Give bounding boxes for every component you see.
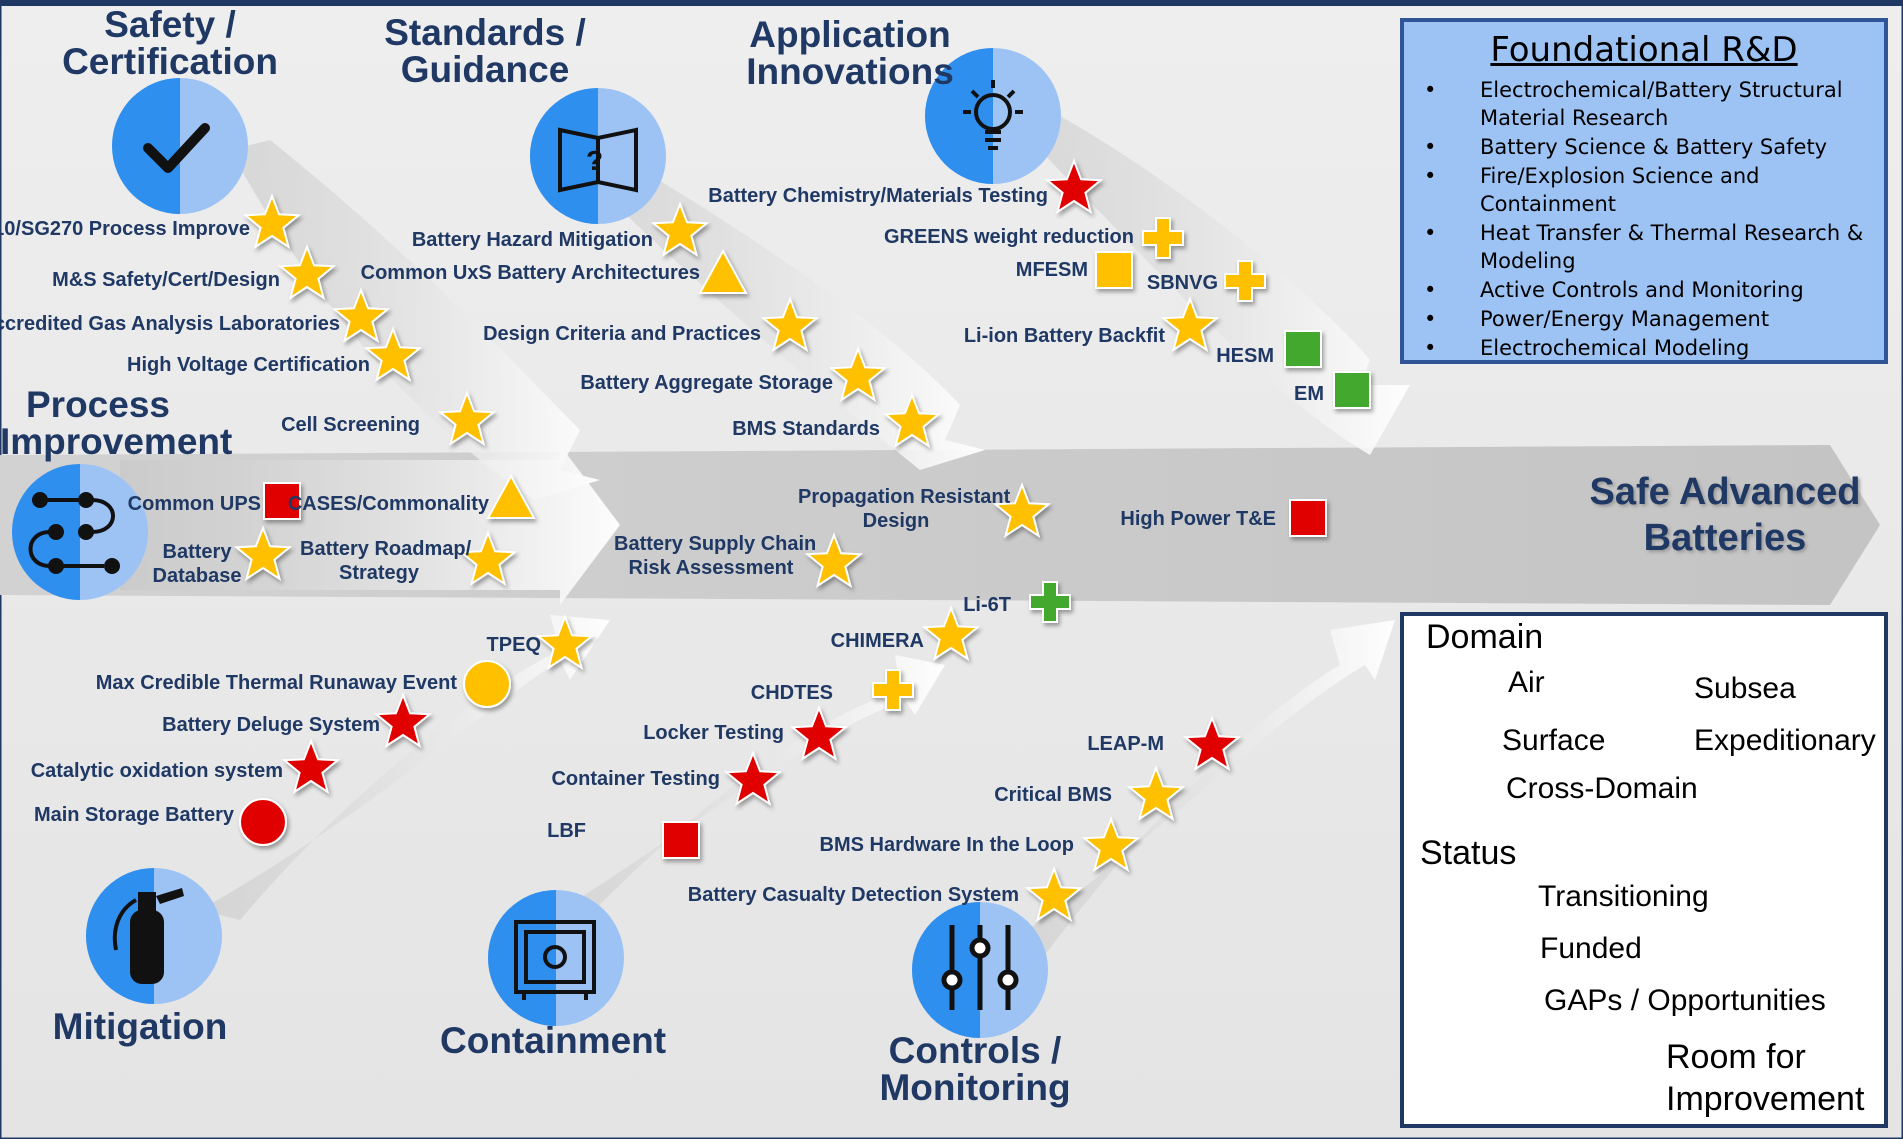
marker-locker-testing [789, 705, 849, 761]
marker-design-criteria [760, 296, 820, 352]
marker-leap-m [1182, 715, 1242, 771]
marker-bms-standards [882, 392, 942, 448]
book-question-icon: ? [558, 127, 638, 193]
legend-expeditionary-label: Expeditionary [1694, 724, 1876, 757]
legend-room-line2: Improvement [1666, 1080, 1865, 1118]
foundational-rd-list: Electrochemical/Battery Structural Mater… [1404, 76, 1884, 362]
marker-tpeq [535, 614, 595, 670]
category-circle-process [12, 464, 148, 600]
marker-aggregate-storage [828, 346, 888, 402]
legend-subsea-label: Subsea [1694, 672, 1796, 705]
marker-catalytic [281, 738, 341, 794]
rd-item: Battery Science & Battery Safety [1424, 133, 1884, 161]
marker-main-storage [239, 798, 287, 846]
marker-sbnvg [1224, 260, 1266, 302]
marker-lbf [662, 821, 700, 859]
rd-item: Electrochemical/Battery Structural Mater… [1424, 76, 1884, 132]
marker-chemistry-testing [1044, 158, 1104, 214]
rd-item: Heat Transfer & Thermal Research & Model… [1424, 219, 1884, 275]
arm-process [120, 445, 620, 605]
legend-transitioning-label: Transitioning [1538, 880, 1709, 913]
rd-item: Electrochemical Modeling [1424, 334, 1884, 362]
rd-item: Active Controls and Monitoring [1424, 276, 1884, 304]
category-circle-standards: ? [530, 88, 666, 224]
checkmark-icon [143, 123, 210, 173]
legend-cross-domain-label: Cross-Domain [1506, 772, 1698, 805]
marker-battery-database [233, 525, 293, 581]
marker-roadmap [458, 530, 518, 586]
marker-em [1333, 371, 1371, 409]
safe-icon [514, 920, 596, 1000]
rd-item: Fire/Explosion Science and Containment [1424, 162, 1884, 218]
marker-bms-hil [1081, 816, 1141, 872]
marker-mfesm [1095, 251, 1133, 289]
legend-surface-label: Surface [1502, 724, 1606, 757]
marker-gas-analysis [331, 287, 391, 343]
foundational-rd-title: Foundational R&D [1490, 30, 1798, 70]
legend-room-label: Room for Improvement [1666, 1036, 1864, 1120]
marker-hesm [1284, 330, 1322, 368]
marker-ms-safety [277, 244, 337, 300]
marker-greens [1142, 217, 1184, 259]
process-flow-icon [28, 492, 120, 574]
marker-process-improve-9310 [242, 193, 302, 249]
top-border [0, 0, 1903, 6]
marker-hazard-mitigation [650, 201, 710, 257]
marker-layer [233, 158, 1371, 922]
lightbulb-icon [963, 80, 1023, 150]
legend-room-line1: Room for [1666, 1038, 1806, 1076]
marker-casualty-detection [1024, 866, 1084, 922]
marker-supply-chain [804, 532, 864, 588]
marker-container-testing [723, 750, 783, 806]
marker-hv-cert [363, 326, 423, 382]
arm-safety [230, 140, 600, 500]
legend-panel: Domain Air Subsea Surface Expeditionary … [1400, 612, 1888, 1128]
marker-chimera [921, 605, 981, 661]
marker-li-6t [1029, 581, 1071, 623]
category-circle-containment [488, 890, 624, 1026]
legend-domain-title: Domain [1426, 618, 1544, 656]
marker-max-credible [463, 660, 511, 708]
legend-funded-label: Funded [1540, 932, 1642, 965]
marker-critical-bms [1126, 765, 1186, 821]
rd-item: Power/Energy Management [1424, 305, 1884, 333]
marker-li-ion-backfit [1160, 296, 1220, 352]
sliders-icon [941, 925, 1019, 1010]
marker-propagation [992, 482, 1052, 538]
svg-text:?: ? [586, 145, 603, 176]
category-circle-safety [112, 78, 248, 214]
marker-high-power [1289, 499, 1327, 537]
category-circle-controls [912, 902, 1048, 1038]
category-circle-application [925, 48, 1061, 184]
arm-controls [1000, 620, 1395, 955]
marker-cell-screening [437, 390, 497, 446]
fire-extinguisher-icon [112, 888, 184, 984]
marker-cases [486, 473, 536, 519]
legend-air-label: Air [1508, 666, 1545, 699]
legend-status-title: Status [1420, 834, 1517, 872]
legend-gaps-label: GAPs / Opportunities [1544, 984, 1826, 1017]
marker-uxs-arch [698, 248, 748, 294]
marker-deluge [373, 692, 433, 748]
marker-common-ups [263, 482, 301, 520]
arm-containment [530, 655, 945, 935]
marker-chdtes [872, 669, 914, 711]
category-circle-mitigation [86, 868, 222, 1004]
foundational-rd-panel: Foundational R&D Electrochemical/Battery… [1400, 18, 1888, 364]
